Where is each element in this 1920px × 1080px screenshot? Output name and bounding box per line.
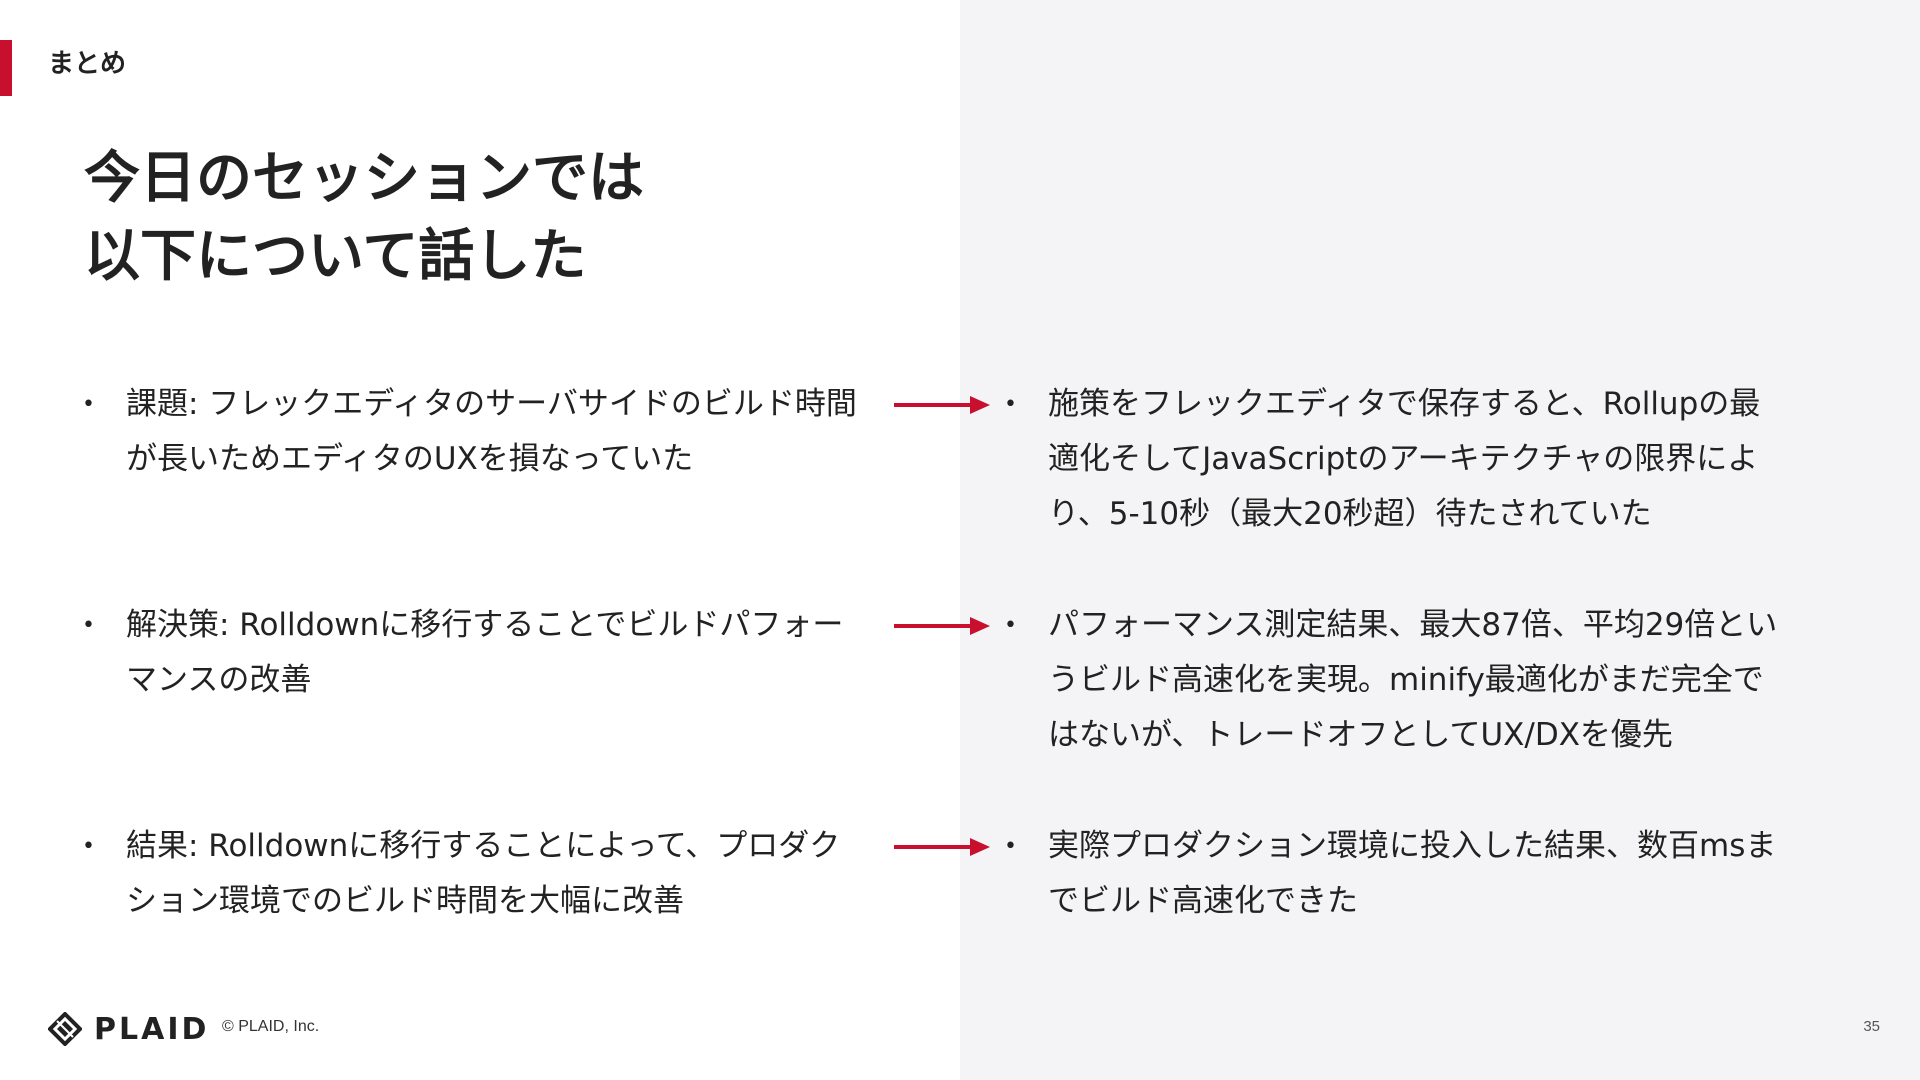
bullet-icon: •	[82, 613, 95, 638]
section-label: まとめ	[48, 49, 127, 79]
detail-line-2: でビルド高速化できた	[1048, 883, 1358, 919]
detail-line-1: 実際プロダクション環境に投入した結果、数百msま	[1048, 828, 1777, 864]
bullet-icon: •	[1004, 613, 1017, 638]
solution-text: 解決策: Rolldownに移行することでビルドパフォー マンスの改善	[126, 598, 886, 708]
plaid-logo-icon	[48, 1012, 82, 1046]
result-line-1: 結果: Rolldownに移行することによって、プロダク	[126, 828, 841, 864]
summary-row-2: • 解決策: Rolldownに移行することでビルドパフォー マンスの改善 • …	[0, 598, 1920, 768]
detail-line-2: 適化そしてJavaScriptのアーキテクチャの限界によ	[1048, 441, 1759, 477]
detail-line-2: うビルド高速化を実現。minify最適化がまだ完全で	[1048, 662, 1764, 698]
summary-row-1: • 課題: フレックエディタのサーバサイドのビルド時間 が長いためエディタのUX…	[0, 377, 1920, 547]
result-line-2: ション環境でのビルド時間を大幅に改善	[126, 883, 684, 919]
title-line-2: 以下について話した	[84, 224, 587, 289]
right-panel-background	[960, 0, 1920, 1080]
footer-logo: PLAID	[48, 1011, 210, 1047]
page-number: 35	[1863, 1018, 1880, 1035]
section-accent-bar	[0, 40, 12, 96]
right-arrow-icon	[894, 396, 990, 414]
detail-text: パフォーマンス測定結果、最大87倍、平均29倍とい うビルド高速化を実現。min…	[1048, 598, 1808, 763]
bullet-icon: •	[82, 834, 95, 859]
solution-line-1: 解決策: Rolldownに移行することでビルドパフォー	[126, 607, 844, 643]
solution-line-2: マンスの改善	[126, 662, 312, 698]
detail-line-3: り、5-10秒（最大20秒超）待たされていた	[1048, 496, 1652, 532]
bullet-icon: •	[82, 392, 95, 417]
detail-line-3: はないが、トレードオフとしてUX/DXを優先	[1048, 717, 1673, 753]
problem-line-1: 課題: フレックエディタのサーバサイドのビルド時間	[126, 386, 857, 422]
detail-line-1: 施策をフレックエディタで保存すると、Rollupの最	[1048, 386, 1761, 422]
copyright-text: © PLAID, Inc.	[222, 1018, 320, 1035]
problem-line-2: が長いためエディタのUXを損なっていた	[126, 441, 694, 477]
bullet-icon: •	[1004, 392, 1017, 417]
result-text: 結果: Rolldownに移行することによって、プロダク ション環境でのビルド時…	[126, 819, 886, 929]
problem-text: 課題: フレックエディタのサーバサイドのビルド時間 が長いためエディタのUXを損…	[126, 377, 886, 487]
logo-wordmark: PLAID	[94, 1011, 210, 1047]
right-arrow-icon	[894, 617, 990, 635]
right-arrow-icon	[894, 838, 990, 856]
page-title: 今日のセッションでは 以下について話した	[84, 140, 644, 296]
detail-text: 実際プロダクション環境に投入した結果、数百msま でビルド高速化できた	[1048, 819, 1808, 929]
detail-line-1: パフォーマンス測定結果、最大87倍、平均29倍とい	[1048, 607, 1778, 643]
title-line-1: 今日のセッションでは	[84, 146, 644, 211]
bullet-icon: •	[1004, 834, 1017, 859]
summary-row-3: • 結果: Rolldownに移行することによって、プロダク ション環境でのビル…	[0, 819, 1920, 989]
detail-text: 施策をフレックエディタで保存すると、Rollupの最 適化そしてJavaScri…	[1048, 377, 1808, 542]
